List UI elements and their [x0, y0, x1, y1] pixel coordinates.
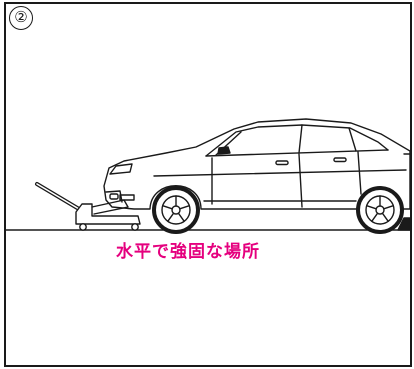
step-number-badge: ②	[9, 6, 33, 30]
jack-rear-wheel	[79, 223, 87, 231]
car-rear-door-line	[298, 153, 303, 208]
jack-lift-arm	[91, 199, 129, 215]
car-front-wheel	[152, 186, 200, 234]
car-front-bumper	[105, 190, 123, 203]
floor-jack-icon	[35, 182, 141, 231]
car-beltline	[205, 149, 389, 157]
car-rear-wheel	[356, 186, 404, 234]
car-c-pillar	[348, 127, 357, 152]
location-caption: 水平で強固な場所	[116, 242, 260, 262]
jack-saddle	[119, 194, 135, 201]
illustration-frame: ② 水平で強固な場所	[4, 2, 412, 367]
car-headlight	[109, 163, 133, 175]
jack-body	[75, 203, 141, 225]
car-front-door-handle	[275, 160, 289, 166]
illustration-scene	[6, 118, 410, 234]
jack-handle-inner	[36, 183, 80, 210]
car-side-mirror	[217, 146, 231, 155]
wheel-chock-icon	[397, 217, 410, 231]
car-rear-quarter-line	[357, 151, 362, 195]
sedan-car-icon	[103, 118, 410, 234]
car-character-line	[153, 169, 407, 177]
jack-front-wheel	[131, 223, 139, 231]
car-b-pillar	[298, 124, 303, 154]
car-rear-door-handle	[333, 157, 347, 163]
car-fog-light	[109, 193, 119, 200]
